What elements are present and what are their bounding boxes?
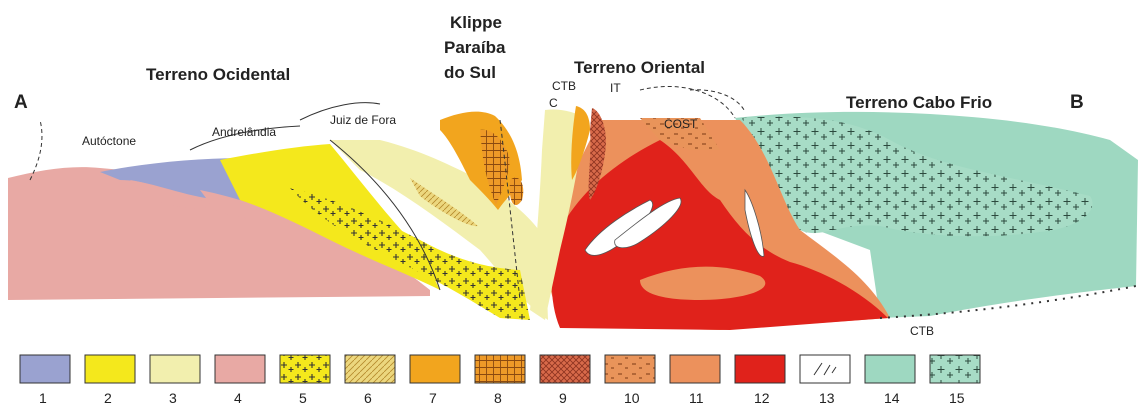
- c-label: C: [549, 96, 558, 110]
- autoctone-label: Autóctone: [82, 134, 136, 148]
- terrane-cabo-frio-label: Terreno Cabo Frio: [846, 93, 992, 112]
- cost-label: COST: [664, 117, 698, 131]
- klippe-label-line1: Klippe: [450, 13, 502, 32]
- ctb-bottom-label: CTB: [910, 324, 934, 338]
- legend-number-2: 2: [104, 390, 112, 406]
- legend-swatch-14: [865, 355, 915, 383]
- legend-swatch-11: [670, 355, 720, 383]
- legend-swatch-3: [150, 355, 200, 383]
- legend-number-4: 4: [234, 390, 242, 406]
- legend-swatch-2: [85, 355, 135, 383]
- legend-swatch-pattern-6: [345, 355, 395, 383]
- legend-number-9: 9: [559, 390, 567, 406]
- endpoint-a-label: A: [14, 92, 28, 113]
- unit-8-klippe-grid-2: [510, 178, 524, 205]
- legend-number-15: 15: [949, 390, 965, 406]
- legend-swatch-pattern-8: [475, 355, 525, 383]
- legend-number-12: 12: [754, 390, 770, 406]
- terrane-ocidental-label: Terreno Ocidental: [146, 65, 290, 84]
- legend-number-8: 8: [494, 390, 502, 406]
- legend-number-6: 6: [364, 390, 372, 406]
- legend-number-13: 13: [819, 390, 835, 406]
- legend-number-7: 7: [429, 390, 437, 406]
- legend-swatch-pattern-5: [280, 355, 330, 383]
- endpoint-b-label: B: [1070, 92, 1084, 113]
- legend-number-14: 14: [884, 390, 900, 406]
- it-label: IT: [610, 81, 621, 95]
- legend-swatch-pattern-10: [605, 355, 655, 383]
- legend-swatch-12: [735, 355, 785, 383]
- legend-swatch-13: [800, 355, 850, 383]
- legend-number-1: 1: [39, 390, 47, 406]
- legend-swatch-4: [215, 355, 265, 383]
- legend-swatch-pattern-15: [930, 355, 980, 383]
- legend-swatch-7: [410, 355, 460, 383]
- klippe-label-line3: do Sul: [444, 63, 496, 82]
- legend-number-10: 10: [624, 390, 640, 406]
- legend-swatch-1: [20, 355, 70, 383]
- legend-swatch-pattern-9: [540, 355, 590, 383]
- ctb-top-label: CTB: [552, 79, 576, 93]
- legend-number-11: 11: [689, 390, 704, 406]
- juiz-de-fora-label: Juiz de Fora: [330, 113, 396, 127]
- legend-number-3: 3: [169, 390, 177, 406]
- legend-number-5: 5: [299, 390, 307, 406]
- terrane-oriental-label: Terreno Oriental: [574, 58, 705, 77]
- andrelandia-label: Andrelândia: [212, 125, 276, 139]
- klippe-label-line2: Paraíba: [444, 38, 506, 57]
